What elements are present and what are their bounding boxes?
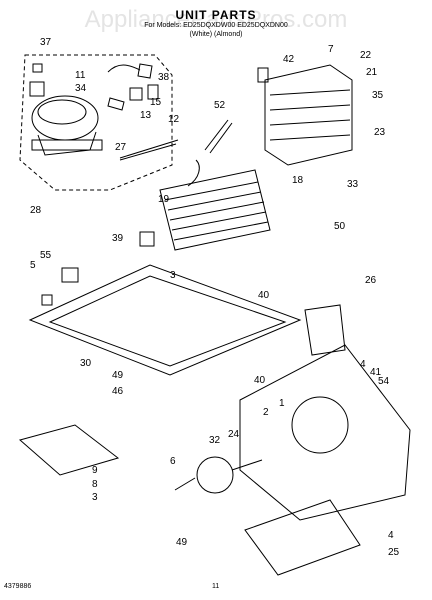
callout-40b: 40 xyxy=(254,375,266,386)
part-5-clip xyxy=(41,294,53,306)
callout-8: 8 xyxy=(92,479,98,490)
callout-24: 24 xyxy=(228,429,240,440)
callout-42: 42 xyxy=(283,54,295,65)
compressor xyxy=(31,95,103,156)
callout-3: 3 xyxy=(170,270,176,281)
callout-52: 52 xyxy=(214,100,226,111)
callout-12: 12 xyxy=(168,114,180,125)
callout-21: 21 xyxy=(366,67,378,78)
part-15-overload xyxy=(129,87,143,101)
model-colors: (White) (Almond) xyxy=(189,31,243,38)
callout-46: 46 xyxy=(112,386,124,397)
callout-33: 33 xyxy=(347,179,359,190)
rear-shroud xyxy=(239,344,411,521)
callout-54: 54 xyxy=(378,376,390,387)
drain-pan xyxy=(244,499,361,576)
callout-49: 49 xyxy=(112,370,124,381)
callout-28: 28 xyxy=(30,205,42,216)
callout-27: 27 xyxy=(115,142,127,153)
defrost-heater xyxy=(204,119,233,154)
part-11-clip xyxy=(32,63,43,73)
model-numbers: For Models: ED25DQXDW00 ED25DQXDN00 xyxy=(144,22,288,29)
callout-49b: 49 xyxy=(176,537,188,548)
callout-19: 19 xyxy=(158,194,170,205)
callout-18: 18 xyxy=(292,175,304,186)
part-55-bracket xyxy=(61,267,79,283)
callout-25: 25 xyxy=(388,547,400,558)
part-27-drier xyxy=(119,139,179,161)
part-34-relay xyxy=(29,81,45,97)
callout-7: 7 xyxy=(328,44,334,55)
part-38-harness xyxy=(107,63,153,79)
part-19-tube xyxy=(187,159,200,187)
insulation-pad xyxy=(18,424,120,476)
callout-4b: 4 xyxy=(388,530,394,541)
watermark: AppliancePartsPros.com xyxy=(84,6,348,33)
fan-bracket xyxy=(304,304,346,356)
callout-26: 26 xyxy=(365,275,377,286)
callout-41: 41 xyxy=(370,367,382,378)
callout-38: 38 xyxy=(158,72,170,83)
callout-39: 39 xyxy=(112,233,124,244)
callout-30: 30 xyxy=(80,358,92,369)
callout-6: 6 xyxy=(170,456,176,467)
callout-34: 34 xyxy=(75,83,87,94)
callout-labels: 37 11 34 38 15 13 12 27 28 42 7 22 21 35… xyxy=(30,37,400,558)
callout-2: 2 xyxy=(263,407,269,418)
callout-23: 23 xyxy=(374,127,386,138)
callout-55: 55 xyxy=(40,250,52,261)
callout-5: 5 xyxy=(30,260,36,271)
callout-40: 40 xyxy=(258,290,270,301)
grommet xyxy=(139,231,155,247)
callout-11: 11 xyxy=(75,70,86,81)
condenser-fan-motor xyxy=(174,456,263,494)
callout-15: 15 xyxy=(150,97,162,108)
mounting-frame xyxy=(28,264,302,376)
part-13-bracket xyxy=(107,97,125,111)
part-42-block xyxy=(257,67,269,83)
page-title: UNIT PARTS xyxy=(175,8,257,22)
page-number: 11 xyxy=(212,583,220,590)
condenser-coil xyxy=(159,169,271,251)
callout-22: 22 xyxy=(360,50,372,61)
evaporator xyxy=(264,64,353,166)
part-12-cover xyxy=(147,84,159,100)
callout-37: 37 xyxy=(40,37,52,48)
callout-50: 50 xyxy=(334,221,346,232)
callout-4: 4 xyxy=(360,359,366,370)
callout-13: 13 xyxy=(140,110,152,121)
compressor-group-outline xyxy=(19,54,173,191)
callout-35: 35 xyxy=(372,90,384,101)
callout-3b: 3 xyxy=(92,492,98,503)
callout-32: 32 xyxy=(209,435,221,446)
document-number: 4379886 xyxy=(4,583,32,590)
callout-9: 9 xyxy=(92,465,98,476)
callout-1: 1 xyxy=(279,398,285,409)
